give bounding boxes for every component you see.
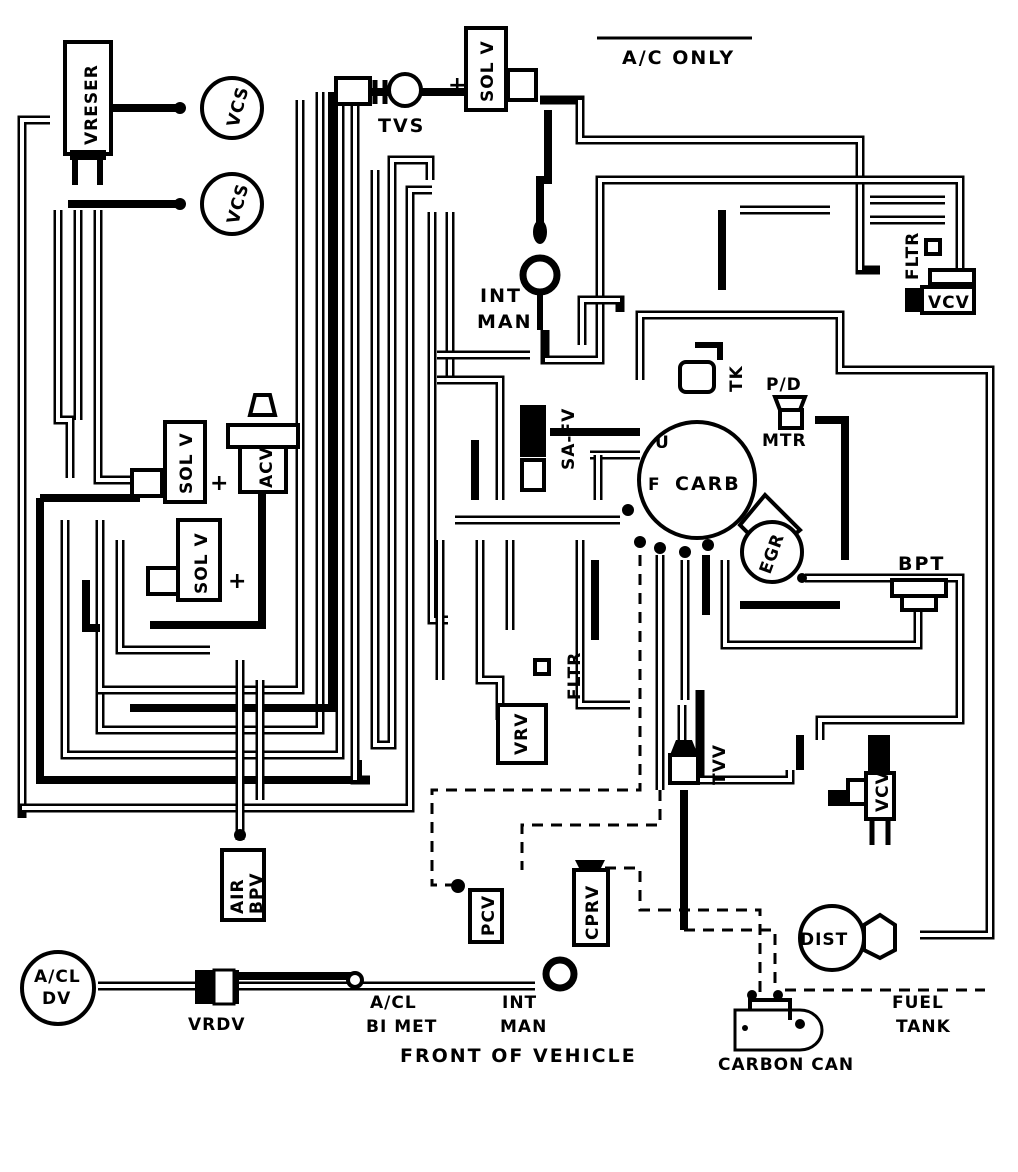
carbon-can-label: CARBON CAN	[718, 1055, 854, 1075]
vcs-mid-component: VCS	[174, 172, 264, 236]
dist-component: DIST	[798, 904, 897, 972]
fltr-vrv-component: FLTR VRV	[496, 652, 585, 765]
vcv-low-label: VCV	[873, 770, 893, 812]
vreser-label: VRESER	[82, 64, 102, 145]
carb-label: CARB	[675, 473, 741, 495]
acl-dv-line1: A/CL	[34, 967, 81, 987]
int-man-top-line2: MAN	[477, 311, 533, 333]
int-man-front-component: INT MAN	[500, 956, 578, 1037]
bpt-component: BPT	[890, 553, 948, 612]
hose-network	[17, 87, 995, 991]
carbon-can-component: CARBON CAN	[718, 990, 854, 1075]
tvv-component: TVV	[668, 740, 730, 785]
vrv-label: VRV	[512, 713, 532, 755]
fuel-tank-line2: TANK	[896, 1017, 951, 1037]
tvs-label: TVS	[378, 115, 425, 137]
acl-dv-component: A/CL DV	[20, 950, 96, 1026]
svg-text:+: +	[448, 73, 466, 98]
svg-text:+: +	[228, 569, 246, 594]
int-man-upper-component: INT MAN	[477, 220, 561, 333]
sa-fv-label: SA-FV	[559, 408, 579, 470]
sol-v-mid-component: + SOL V	[130, 420, 228, 504]
fltr-mid-label: FLTR	[565, 652, 585, 700]
pd-label: P/D	[766, 375, 802, 395]
air-label: AIR	[228, 878, 248, 914]
dist-label: DIST	[800, 930, 848, 950]
components: VRESER VCS VCS TVS + SOL V	[20, 26, 976, 1075]
air-bpv-component: AIR BPV	[220, 829, 267, 922]
sa-fv-component: SA-FV	[520, 405, 579, 492]
tvv-label: TVV	[710, 744, 730, 785]
sol-v-low-label: SOL V	[192, 532, 212, 594]
mtr-label: MTR	[762, 431, 807, 451]
vcv-top-label: VCV	[928, 293, 970, 313]
cprv-label: CPRV	[583, 885, 603, 940]
pd-mtr-component: P/D MTR	[762, 375, 808, 451]
tvs-component: TVS	[334, 72, 425, 137]
svg-text:+: +	[210, 471, 228, 496]
sol-v-top-component: + SOL V	[448, 26, 538, 112]
legend: A/C ONLY	[597, 36, 752, 69]
fuel-tank-label-group: FUEL TANK	[892, 993, 951, 1037]
cprv-component: CPRV	[572, 860, 610, 947]
pcv-label: PCV	[479, 895, 499, 936]
vrdv-component: VRDV	[188, 968, 246, 1035]
pcv-component: PCV	[451, 879, 504, 944]
acl-bimet-line2: BI MET	[366, 1017, 437, 1037]
acl-bimet-line1: A/CL	[370, 993, 417, 1013]
bpt-label: BPT	[898, 553, 945, 575]
sol-v-mid-label: SOL V	[177, 432, 197, 494]
front-of-vehicle-label: FRONT OF VEHICLE	[400, 1045, 637, 1067]
fltr-top-label: FLTR	[903, 232, 923, 280]
vcs-top-component: VCS	[174, 76, 264, 140]
carb-f-label: F	[648, 475, 661, 495]
tk-component: TK	[678, 342, 747, 394]
acv-label: ACV	[257, 446, 277, 488]
carb-u-label: U	[655, 433, 670, 453]
dashed-hoses	[430, 555, 985, 995]
carb-component: CARB U F	[622, 420, 757, 558]
int-man-top-line1: INT	[480, 285, 522, 307]
vrdv-label: VRDV	[188, 1015, 246, 1035]
vreser-component: VRESER	[63, 40, 113, 185]
tk-label: TK	[727, 365, 747, 392]
legend-label: A/C ONLY	[622, 47, 735, 69]
sol-v-top-label: SOL V	[478, 40, 498, 102]
bpv-label: BPV	[247, 872, 267, 914]
int-man-front-line2: MAN	[500, 1017, 547, 1037]
fltr-vcv-top-component: FLTR VCV	[903, 232, 976, 315]
sol-v-low-component: + SOL V	[146, 518, 246, 602]
int-man-front-line1: INT	[502, 993, 537, 1013]
egr-component: EGR	[737, 492, 807, 584]
fuel-tank-line1: FUEL	[892, 993, 944, 1013]
acv-component: ACV	[226, 393, 300, 494]
acl-dv-line2: DV	[42, 989, 71, 1009]
vcv-low-component: VCV	[828, 735, 896, 845]
acl-bimet-component: A/CL BI MET	[346, 971, 437, 1037]
